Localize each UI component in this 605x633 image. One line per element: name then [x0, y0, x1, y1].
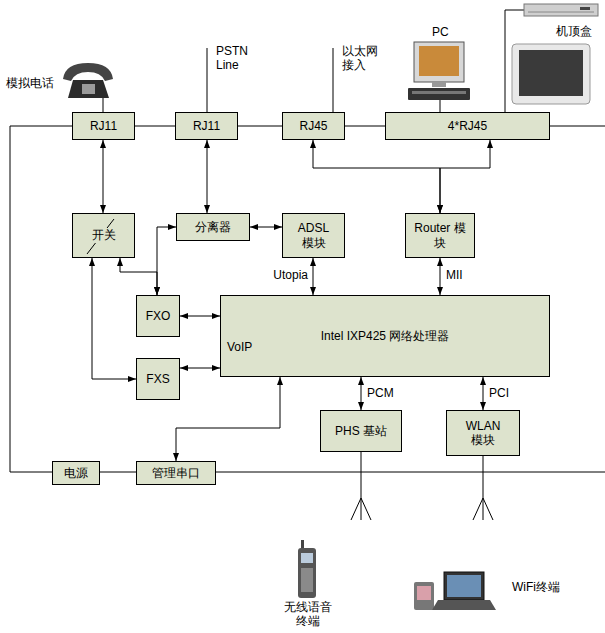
box-label: FXO: [146, 309, 171, 323]
handset-keys: [301, 568, 313, 592]
antenna-arm: [351, 498, 361, 520]
port-box: 4*RJ45: [385, 112, 550, 140]
box-label: 开关: [90, 228, 118, 242]
box-label: 分离器: [195, 220, 231, 234]
ethernet-line: [333, 48, 334, 112]
device-label: WiFi终端: [512, 580, 560, 594]
signal-connector: [92, 258, 136, 379]
antenna-symbol: [351, 452, 493, 520]
signal-connector: [176, 377, 280, 461]
box-label: RJ11: [193, 119, 220, 133]
antenna-mast: [483, 456, 484, 520]
stb-stripe: [528, 12, 594, 13]
pc-monitor: [414, 42, 464, 82]
signal-connector: [207, 140, 208, 213]
antenna-arm: [361, 498, 371, 520]
pc-keys: [412, 91, 466, 94]
device-label: 模拟电话: [6, 76, 54, 90]
phone-cord: [103, 97, 104, 112]
pc-cable: [440, 100, 441, 112]
box-label: FXS: [146, 372, 169, 386]
phone-icon: [63, 63, 113, 98]
tv-screen: [519, 50, 583, 96]
bus-label: MII: [446, 268, 463, 282]
box-label: Router 模块: [414, 221, 466, 250]
antenna-arm: [483, 498, 493, 520]
bus-label: PCI: [489, 386, 509, 400]
stb-display: [580, 7, 590, 10]
port-box: RJ11: [175, 112, 238, 140]
power-box: 电源: [52, 461, 100, 485]
phone-body: [68, 80, 109, 98]
signal-connector: [483, 377, 484, 410]
bus-label: Utopia: [273, 268, 308, 282]
signal-connector: [313, 140, 440, 213]
wifi-terminal-icon: [414, 572, 496, 610]
handset-screen: [301, 553, 313, 563]
device-label: 机顶盒: [556, 24, 592, 38]
signal-connector: [157, 227, 176, 295]
box-label: WLAN 模块: [460, 419, 506, 448]
pda-body: [414, 582, 434, 610]
module-box: WLAN 模块: [446, 410, 520, 456]
serial-port-box: 管理串口: [136, 461, 216, 485]
board-edge: [10, 126, 11, 472]
signal-connector: [180, 316, 220, 317]
set-top-box-icon: [524, 4, 598, 16]
phone-handset: [63, 63, 113, 81]
line-label: PSTN Line: [216, 44, 256, 73]
signal-connector: [440, 258, 441, 295]
board-outline: [10, 126, 605, 472]
bus-label: PCM: [367, 386, 394, 400]
module-box: PHS 基站: [320, 410, 402, 452]
interface-name: VoIP: [227, 340, 252, 354]
box-label: 管理串口: [152, 466, 200, 480]
laptop-screen: [447, 575, 481, 597]
pstn-line: [207, 48, 208, 112]
box-label: 4*RJ45: [448, 119, 487, 133]
stb-case: [524, 4, 598, 16]
laptop-lid: [444, 572, 484, 600]
box-label: PHS 基站: [335, 424, 387, 438]
phone-keypad: [82, 84, 95, 94]
box-label: RJ45: [299, 119, 327, 133]
signal-connector: [250, 227, 282, 228]
signal-connector: [120, 258, 157, 295]
tv-icon: [512, 44, 590, 104]
signal-connector: [361, 377, 362, 410]
pc-screen: [419, 46, 459, 76]
switch-box: 开关: [72, 213, 135, 258]
handset-body: [298, 548, 316, 598]
signal-connector: [103, 140, 104, 213]
line-label: 以太网 接入: [342, 44, 382, 73]
port-box: RJ11: [72, 112, 135, 140]
box-label: 电源: [64, 466, 88, 480]
pc-stand: [432, 82, 446, 87]
device-label: PC: [432, 25, 449, 39]
handset-icon: [298, 540, 316, 598]
box-label: RJ11: [90, 119, 117, 133]
antenna-arm: [473, 498, 483, 520]
box-label: Intel IXP425 网络处理器: [321, 329, 450, 343]
splitter-box: 分离器: [176, 213, 250, 241]
signal-connector: [440, 140, 490, 213]
port-box: RJ45: [282, 112, 345, 140]
processor-box: Intel IXP425 网络处理器 VoIP: [220, 295, 550, 377]
module-box: ADSL 模块: [282, 213, 345, 258]
signal-connector: [313, 258, 314, 295]
tv-frame: [512, 44, 590, 104]
antenna-mast: [361, 452, 362, 520]
interface-box: FXS: [136, 358, 180, 400]
external-wires: [103, 10, 524, 112]
signal-connector: [180, 368, 220, 369]
device-label: 无线语音 终端: [282, 600, 334, 629]
box-label: ADSL 模块: [293, 221, 335, 250]
pc-icon: [408, 42, 470, 100]
module-box: Router 模块: [405, 213, 475, 258]
laptop-base: [432, 600, 496, 610]
pc-base: [408, 88, 470, 100]
interface-box: FXO: [136, 295, 180, 337]
pda-screen: [417, 586, 431, 600]
